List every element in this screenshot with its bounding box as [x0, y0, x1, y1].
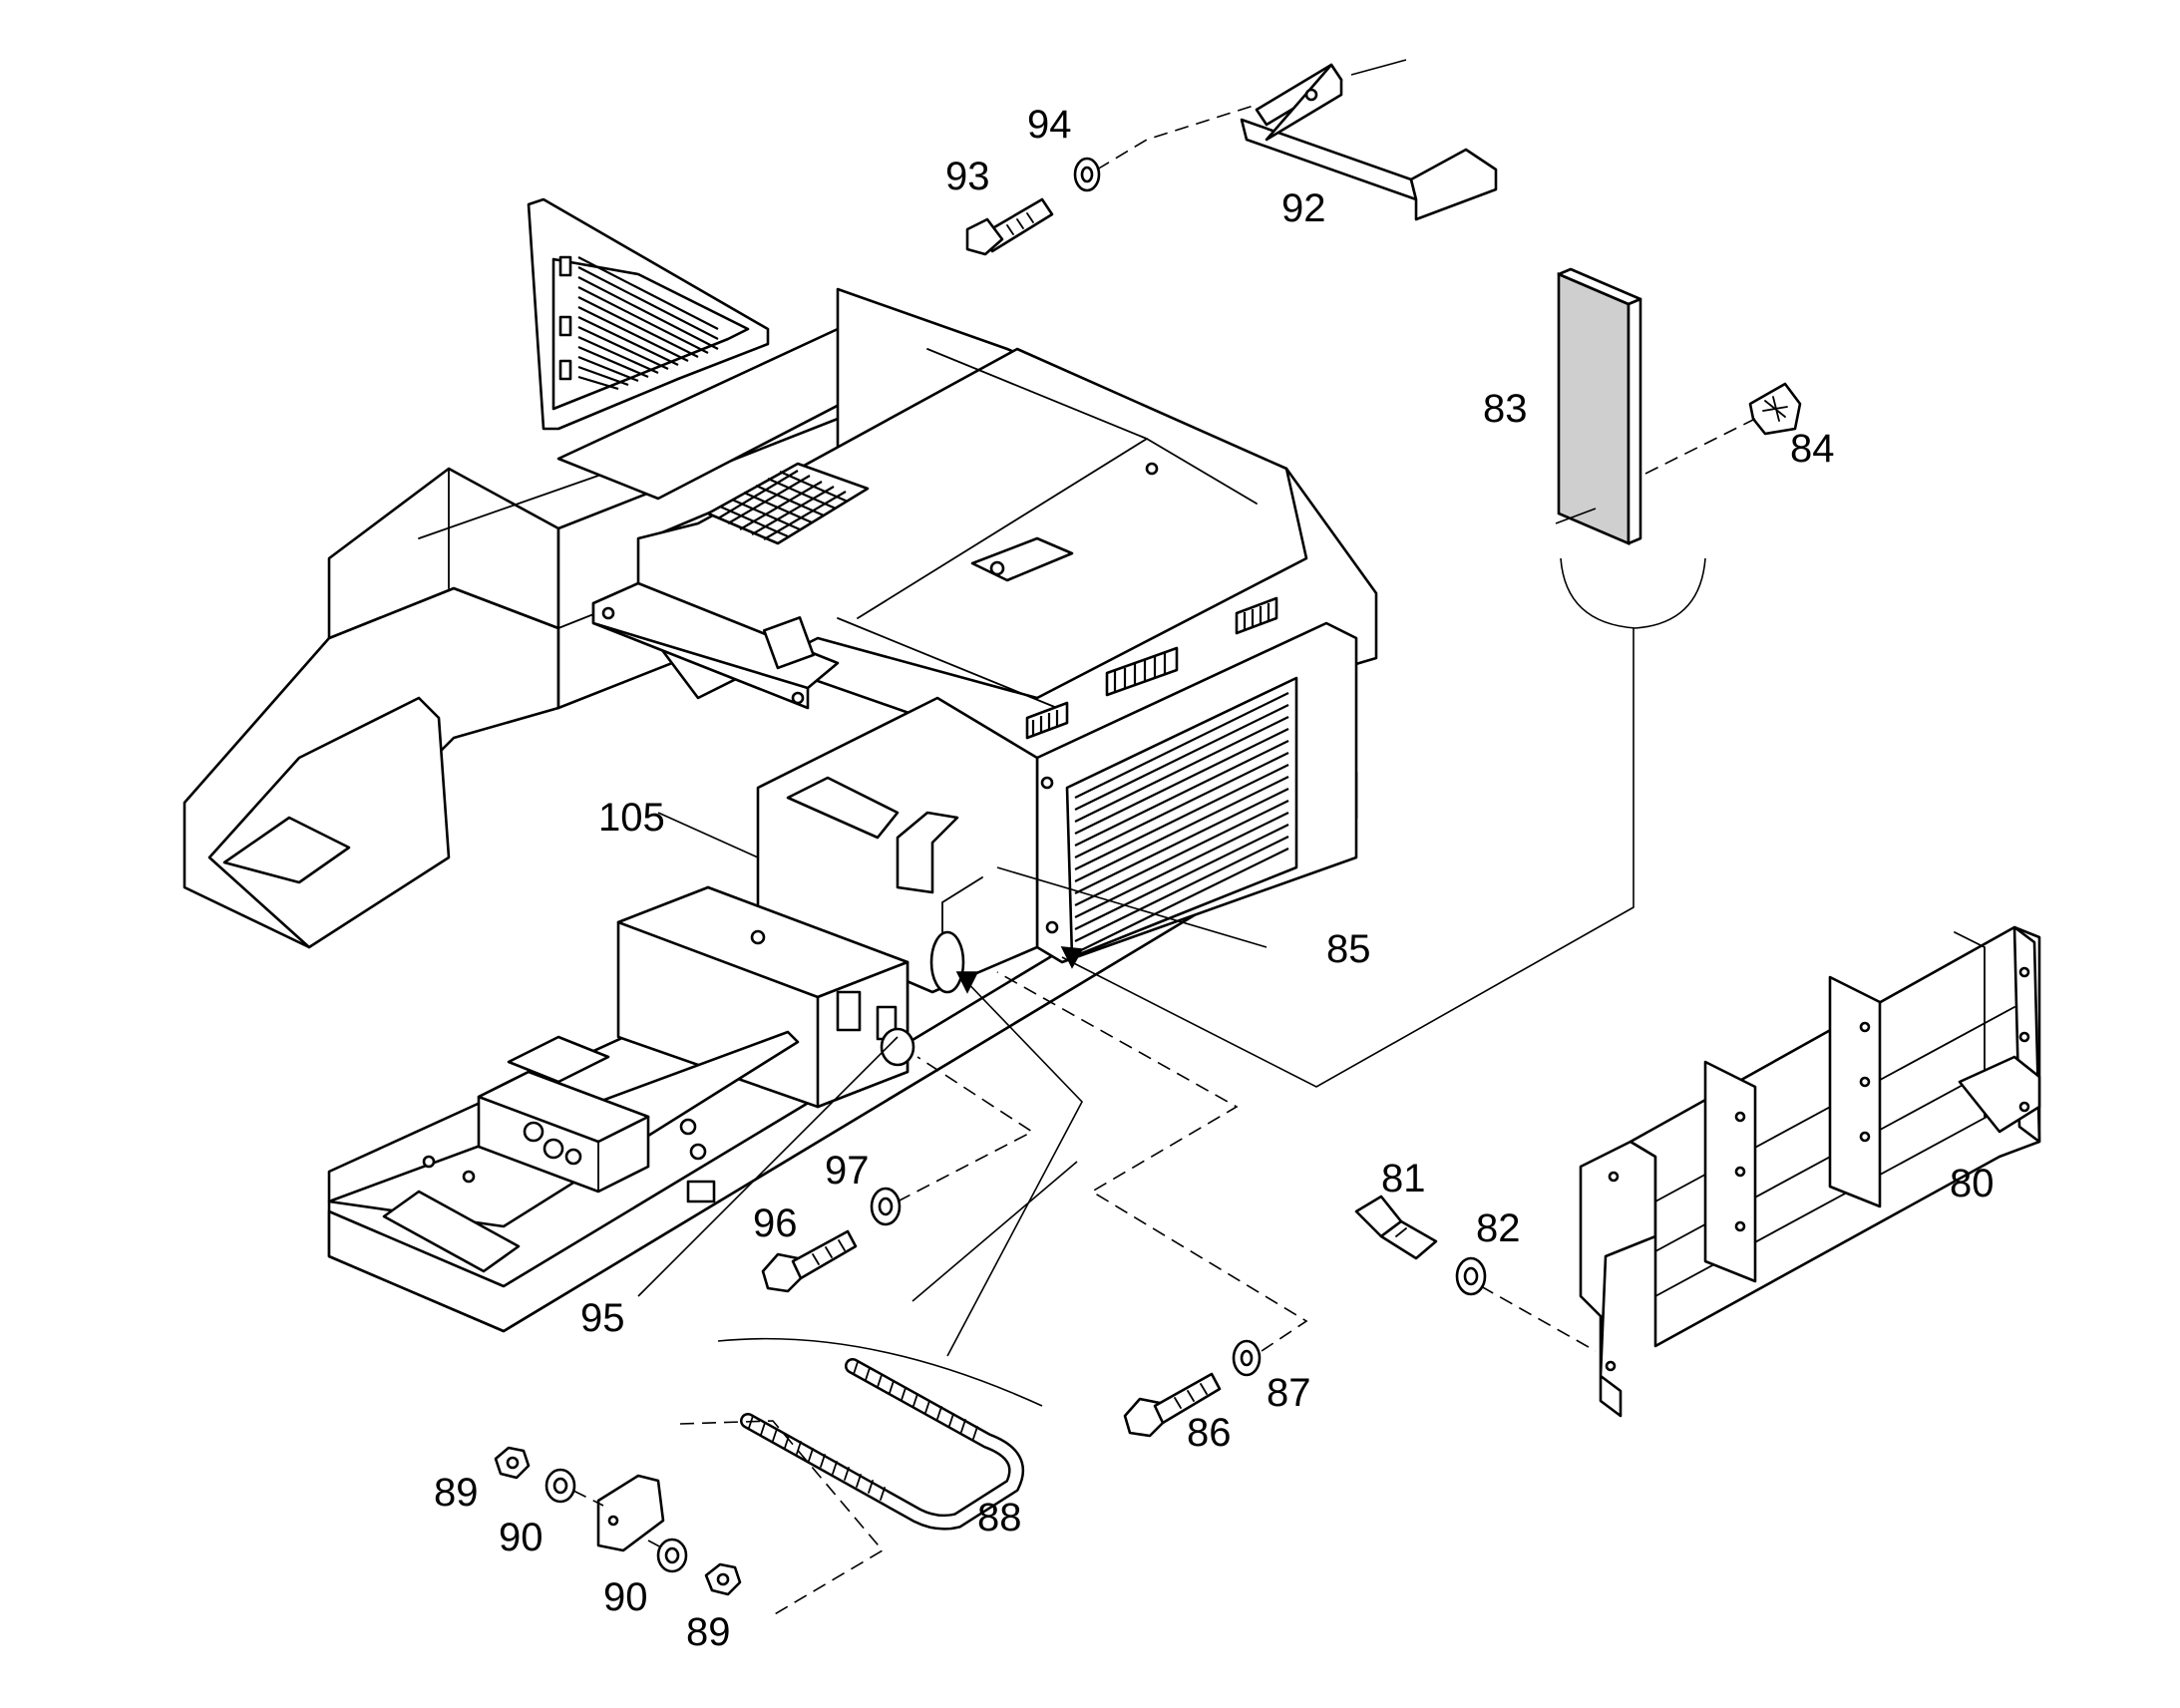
callout-90-lower: 90 [603, 1575, 648, 1619]
washer-94 [1073, 157, 1101, 192]
callout-95: 95 [580, 1296, 625, 1340]
callout-89-lower: 89 [686, 1610, 731, 1654]
callout-87: 87 [1267, 1371, 1311, 1415]
leader-lines [572, 59, 1756, 1616]
washer-90-lower [656, 1537, 688, 1573]
callout-labels: 80 81 82 83 84 85 86 87 88 89 89 90 90 9… [434, 103, 1995, 1654]
bracket-92 [1240, 63, 1498, 221]
nut-89-lower [704, 1562, 742, 1596]
callout-92: 92 [1281, 186, 1326, 230]
bolt-81 [1354, 1195, 1438, 1260]
callout-93: 93 [945, 155, 990, 198]
machine-body [182, 197, 1378, 1333]
callout-86: 86 [1187, 1411, 1232, 1455]
callout-84: 84 [1790, 427, 1835, 471]
callout-88: 88 [977, 1496, 1022, 1539]
callout-83: 83 [1483, 387, 1528, 431]
callout-97: 97 [825, 1149, 870, 1193]
callout-96: 96 [753, 1201, 798, 1245]
bolt-86 [1123, 1372, 1222, 1438]
callout-82: 82 [1476, 1206, 1521, 1250]
callout-105: 105 [598, 796, 665, 840]
filter-pad-83 [1557, 267, 1642, 545]
bolt-96 [761, 1229, 858, 1293]
washer-90-upper [545, 1468, 576, 1504]
washer-87 [1232, 1339, 1262, 1377]
side-vents [1025, 596, 1278, 740]
callout-80: 80 [1950, 1162, 1995, 1205]
callout-90-upper: 90 [499, 1516, 544, 1559]
clamp-plate [596, 1474, 665, 1552]
callout-81: 81 [1381, 1157, 1426, 1200]
nut-89-upper [494, 1446, 531, 1480]
callout-94: 94 [1027, 103, 1072, 147]
grille-guard-80 [1579, 925, 2041, 1418]
callout-85: 85 [1326, 927, 1371, 971]
u-bolt-88 [740, 1358, 1024, 1531]
clip-84 [1748, 382, 1802, 436]
bolt-93 [965, 197, 1054, 256]
callout-89-upper: 89 [434, 1471, 479, 1515]
washer-97 [870, 1187, 902, 1226]
washer-82 [1455, 1256, 1487, 1296]
